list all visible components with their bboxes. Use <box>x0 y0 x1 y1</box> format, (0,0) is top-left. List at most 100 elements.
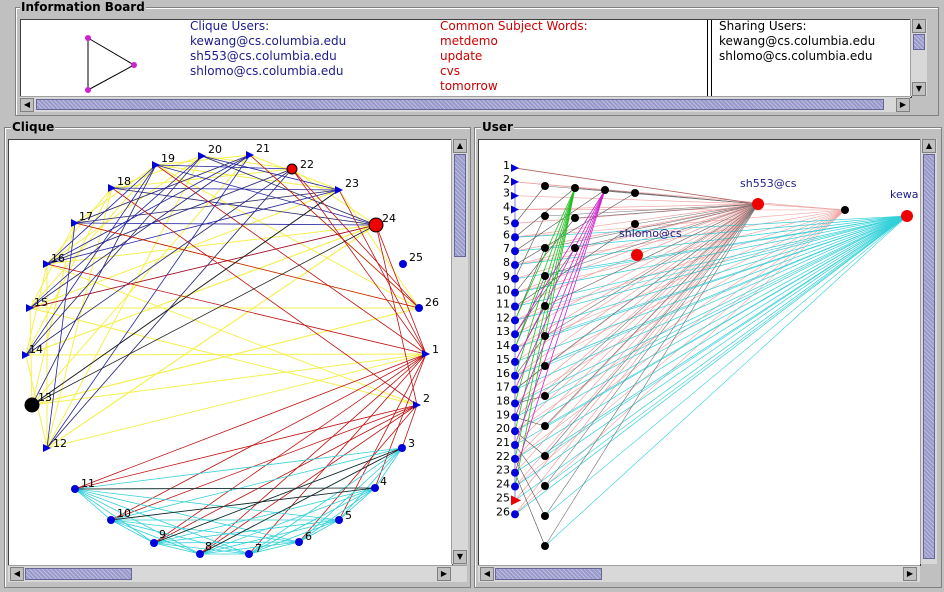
user-edge <box>514 472 546 547</box>
user-edge <box>514 167 759 205</box>
user-edge <box>544 203 759 217</box>
user-edge <box>514 189 606 363</box>
scroll-left-icon[interactable]: ◀ <box>20 98 34 112</box>
user-edge <box>514 203 759 210</box>
clique-node-label: 18 <box>117 175 131 188</box>
user-edge <box>514 395 546 404</box>
scroll-left-icon[interactable]: ◀ <box>480 567 494 581</box>
scroll-up-icon[interactable]: ▲ <box>912 19 926 33</box>
clique-node <box>415 304 423 312</box>
clique-edge <box>25 155 203 356</box>
info-horizontal-scrollbar[interactable]: ◀ ▶ <box>20 96 910 112</box>
clique-edge <box>110 519 201 555</box>
scroll-down-icon[interactable]: ▼ <box>453 550 467 564</box>
user-row-label: 6 <box>503 228 510 241</box>
user-edge <box>514 430 546 457</box>
scroll-thumb[interactable] <box>495 568 602 580</box>
user-edge <box>514 189 606 418</box>
user-link-node <box>841 206 849 214</box>
clique-edge <box>46 222 76 449</box>
scroll-left-icon[interactable]: ◀ <box>10 567 24 581</box>
user-row-node <box>511 288 519 297</box>
clique-node <box>245 550 253 558</box>
user-edge <box>544 203 759 367</box>
scroll-thumb[interactable] <box>913 34 925 50</box>
user-edge <box>514 203 759 280</box>
clique-edge <box>199 404 418 555</box>
user-edge <box>544 203 759 337</box>
scroll-up-icon[interactable]: ▲ <box>453 139 467 153</box>
user-edge <box>514 189 606 390</box>
user-edge <box>514 247 576 335</box>
user-edge <box>514 215 908 363</box>
user-edge <box>574 203 759 249</box>
user-row-node <box>511 454 519 463</box>
clique-edge <box>25 164 157 356</box>
user-edge <box>514 215 908 460</box>
scroll-thumb[interactable] <box>923 154 935 559</box>
clique-edge <box>248 487 376 555</box>
clique-node-label: 11 <box>81 477 95 490</box>
clique-node-label: 22 <box>300 158 314 171</box>
user-row-label: 1 <box>503 159 510 172</box>
scroll-thumb[interactable] <box>25 568 132 580</box>
clique-node-label: 13 <box>38 391 52 404</box>
clique-node-label: 9 <box>159 528 166 541</box>
clique-user-item: sh553@cs.columbia.edu <box>190 49 337 63</box>
user-edge <box>514 215 908 390</box>
user-edge <box>544 203 759 517</box>
clique-node <box>43 444 51 452</box>
scroll-right-icon[interactable]: ▶ <box>903 567 917 581</box>
clique-horizontal-scrollbar[interactable]: ◀ ▶ <box>8 565 467 582</box>
clique-node <box>108 184 116 192</box>
clique-edge <box>46 187 113 265</box>
user-edge <box>574 203 759 219</box>
user-edge <box>544 203 759 249</box>
scroll-right-icon[interactable]: ▶ <box>437 567 451 581</box>
user-row-label: 21 <box>496 436 510 449</box>
scroll-thumb[interactable] <box>454 154 466 257</box>
user-row-label: 4 <box>503 201 510 214</box>
clique-node-label: 14 <box>29 343 43 356</box>
clique-edge <box>74 222 420 309</box>
clique-node <box>371 484 379 492</box>
user-link-node <box>541 392 549 400</box>
user-row-label: 10 <box>496 284 510 297</box>
user-edge <box>514 215 908 377</box>
user-row-label: 24 <box>496 478 510 491</box>
clique-edge <box>249 154 420 309</box>
info-vertical-scrollbar[interactable]: ▲ ▼ <box>910 19 927 96</box>
scroll-up-icon[interactable]: ▲ <box>922 139 936 153</box>
clique-node <box>335 516 343 524</box>
clique-edge <box>25 168 293 356</box>
scroll-right-icon[interactable]: ▶ <box>896 98 910 112</box>
clique-edge <box>153 541 300 544</box>
clique-node-label: 3 <box>408 437 415 450</box>
user-vertical-scrollbar[interactable]: ▲ <box>920 139 937 564</box>
clique-edge <box>338 189 420 309</box>
user-edge <box>514 215 908 266</box>
clique-node-label: 15 <box>34 296 48 309</box>
user-edge <box>544 203 759 427</box>
clique-node-label: 10 <box>117 507 131 520</box>
user-edge <box>544 203 759 487</box>
user-edge <box>514 209 846 404</box>
user-graph[interactable]: 1234567891011121314151617181920212223242… <box>479 140 920 565</box>
user-horizontal-scrollbar[interactable]: ◀ ▶ <box>478 565 920 582</box>
user-row-node <box>511 219 519 228</box>
clique-node-label: 1 <box>432 343 439 356</box>
clique-node <box>413 401 421 409</box>
user-edge <box>514 209 846 321</box>
information-board-title: Information Board <box>20 0 146 14</box>
user-hub-node <box>631 249 643 261</box>
scroll-thumb[interactable] <box>36 99 884 110</box>
clique-edge <box>46 154 251 449</box>
clique-edge <box>46 189 340 265</box>
clique-node-label: 25 <box>409 251 423 264</box>
scroll-down-icon[interactable]: ▼ <box>912 82 926 96</box>
clique-vertical-scrollbar[interactable]: ▲ ▼ <box>451 139 468 564</box>
common-word-item: cvs <box>440 64 460 78</box>
